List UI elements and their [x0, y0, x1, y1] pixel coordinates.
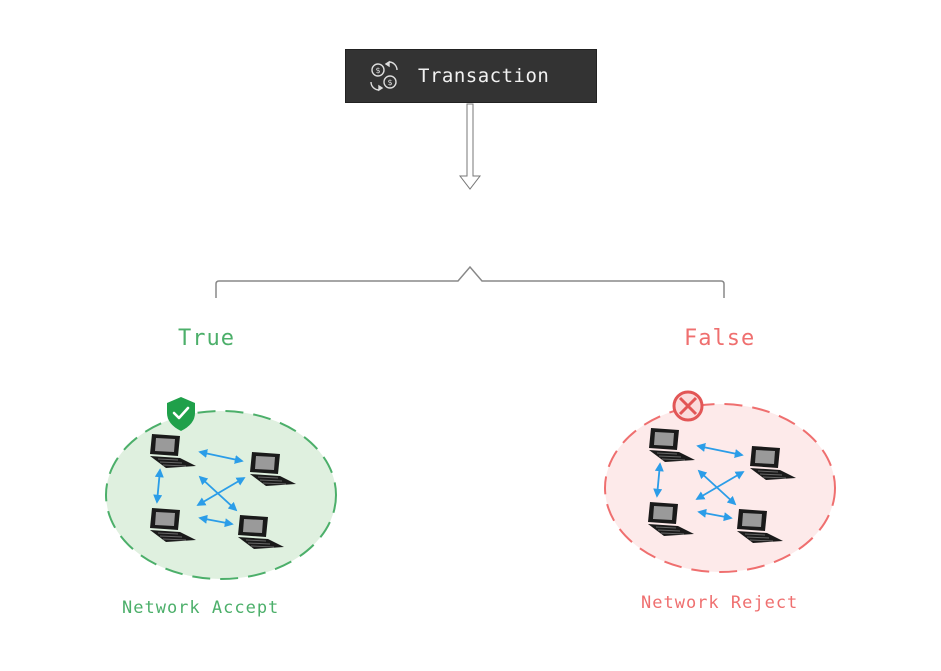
reject-network-links	[653, 443, 745, 522]
reject-network-oval	[604, 403, 836, 573]
transaction-label: Transaction	[418, 65, 550, 87]
svg-text:$: $	[375, 66, 380, 75]
false-branch-label: False	[684, 326, 756, 351]
accept-network-links	[153, 449, 246, 528]
branch-bracket	[215, 265, 725, 298]
shield-check-icon	[167, 397, 195, 431]
money-exchange-icon: $ $	[370, 60, 398, 92]
down-arrow	[458, 103, 482, 190]
svg-text:$: $	[387, 78, 392, 87]
transaction-box: $ $ Transaction	[345, 49, 597, 103]
cross-circle-icon	[672, 390, 704, 422]
network-accept-caption: Network Accept	[122, 598, 280, 618]
true-branch-label: True	[178, 326, 235, 351]
accept-network-oval	[105, 410, 337, 580]
network-reject-caption: Network Reject	[641, 593, 799, 613]
